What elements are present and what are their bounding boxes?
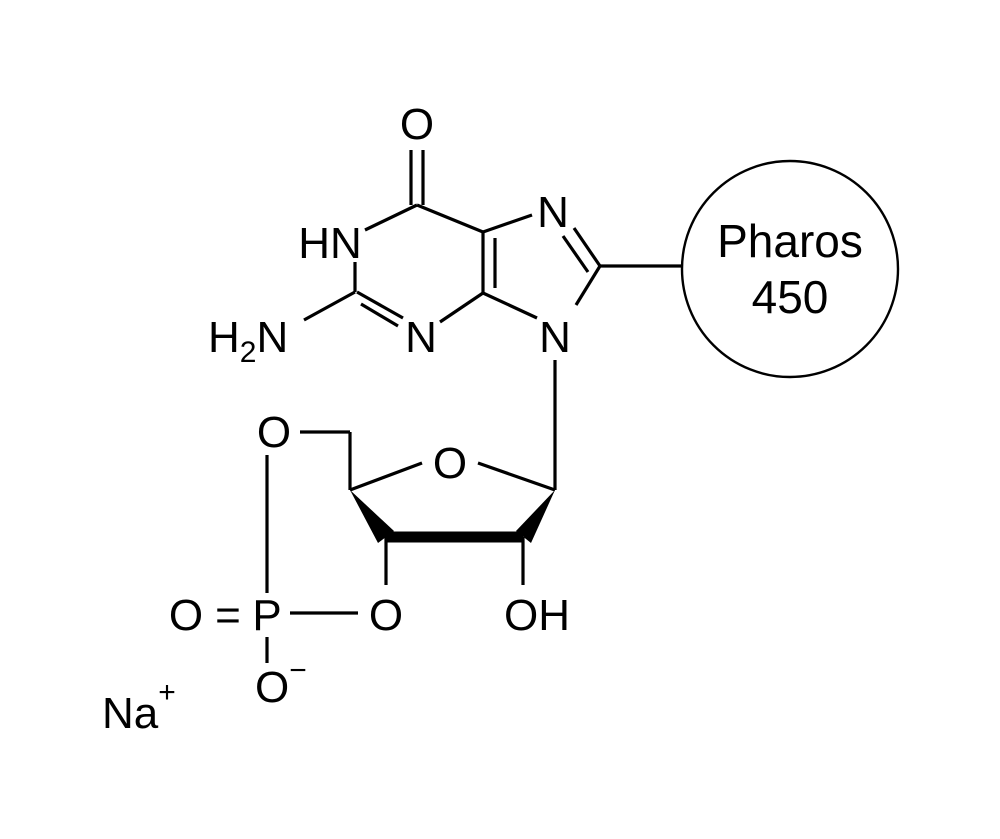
atom-n3: N: [405, 313, 437, 362]
dye-label-line1: Pharos: [717, 215, 863, 267]
atom-p-equals: =: [215, 591, 241, 640]
ribose-bonds: [300, 360, 557, 585]
bond-c1p-o4p: [477, 461, 556, 492]
dye-label-circle: [680, 159, 900, 379]
bond-n9-c4: [482, 291, 538, 320]
bond-c2-n3-b: [360, 302, 399, 328]
phosphate-bonds: [265, 455, 358, 663]
atom-counter-ion: Na+: [102, 676, 176, 738]
bond-c5-c6: [416, 203, 484, 234]
atom-na: Na: [102, 689, 159, 738]
atom-amine-h: H: [208, 313, 240, 362]
atom-carbonyl-o: O: [400, 100, 434, 149]
atom-oh: OH: [504, 591, 570, 640]
bond-n7-c8-b: [561, 235, 590, 273]
wedge-c1p-c2p: [516, 490, 555, 543]
atom-p-o-double: O: [169, 591, 203, 640]
bond-c5-n7: [482, 213, 533, 234]
atom-amine-n: N: [256, 313, 288, 362]
bond-o4p-c4p: [349, 461, 423, 492]
atom-p-o-minus: O−: [255, 654, 307, 712]
bond-n7-c8-a: [572, 227, 602, 267]
atom-amine: H2N: [208, 313, 288, 369]
charge-plus: +: [158, 676, 176, 709]
atom-o5p: O: [257, 408, 291, 457]
bond-n3-c4: [439, 291, 484, 324]
dye-label-line2: 450: [752, 271, 829, 323]
atom-n7: N: [537, 188, 569, 237]
atom-o3p: O: [369, 591, 403, 640]
bond-c2-nh2: [303, 290, 356, 322]
atom-labels: O HN N N N H2N O O O OH O = P O− Na+: [102, 100, 571, 738]
purine-bonds: [303, 150, 682, 328]
atom-p: P: [252, 591, 281, 640]
atom-p-o-minus-o: O: [255, 663, 289, 712]
dye-label: Pharos 450: [680, 159, 900, 379]
bond-c2-n3-a: [356, 290, 404, 320]
bond-c6-n1: [364, 203, 418, 232]
charge-minus: −: [289, 654, 307, 687]
atom-amine-subscript: 2: [240, 336, 257, 369]
wedge-c4p-c3p: [350, 490, 394, 543]
atom-ring-o: O: [433, 439, 467, 488]
atom-nh: HN: [298, 219, 362, 268]
atom-n9: N: [539, 313, 571, 362]
bond-c8-n9: [574, 265, 602, 306]
